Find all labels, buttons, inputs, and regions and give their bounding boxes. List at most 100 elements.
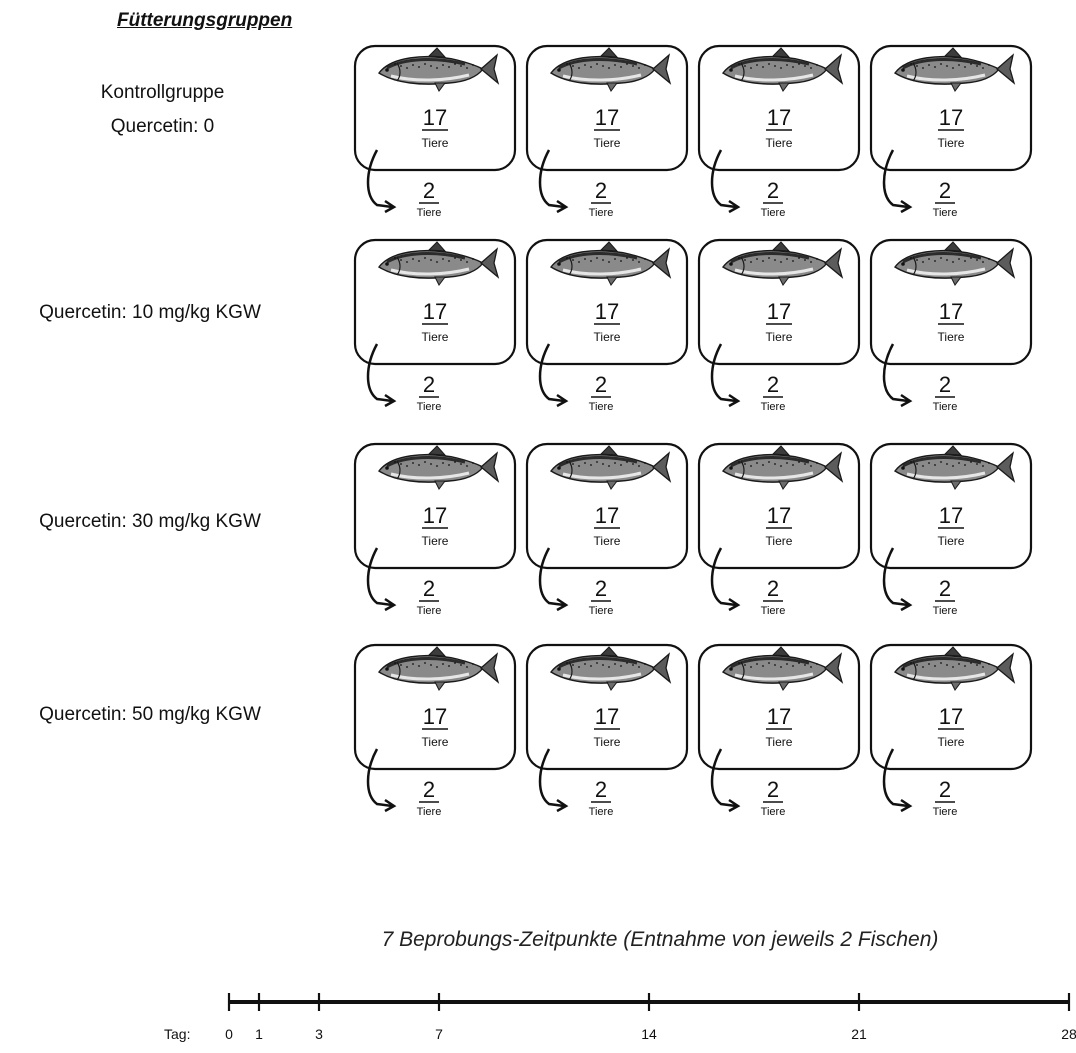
tank-outline xyxy=(869,44,1033,172)
tank-count: 17 xyxy=(595,503,619,528)
sample-count: 2 xyxy=(595,178,607,203)
sample-count-unit: Tiere xyxy=(933,401,958,413)
tank-outline xyxy=(869,238,1033,366)
tank-outline xyxy=(525,442,689,570)
tank-count-unit: Tiere xyxy=(594,735,621,749)
sample-count-unit: Tiere xyxy=(417,401,442,413)
tank-count: 17 xyxy=(767,105,791,130)
tank-count-unit: Tiere xyxy=(422,330,449,344)
tank-outline xyxy=(697,643,861,771)
sample-count-unit: Tiere xyxy=(417,207,442,219)
timeline-axis-label: Tag: xyxy=(164,1026,191,1042)
tank-count: 17 xyxy=(595,105,619,130)
sampling-arrow xyxy=(538,343,565,403)
sample-count: 2 xyxy=(767,178,779,203)
sampling-arrow xyxy=(882,343,909,403)
fish-icon xyxy=(721,241,844,286)
fish-icon xyxy=(721,47,844,92)
tank-outline xyxy=(869,643,1033,771)
sample-count-unit: Tiere xyxy=(761,605,786,617)
sampling-arrow xyxy=(710,149,737,209)
arrow-head-icon xyxy=(384,199,397,214)
fish-icon xyxy=(893,241,1016,286)
sampling-arrow xyxy=(538,149,565,209)
fish-icon xyxy=(549,47,672,92)
arrow-head-icon xyxy=(728,597,741,612)
timeline-tick-label: 21 xyxy=(851,1026,867,1042)
arrow-head-icon xyxy=(728,798,741,813)
timeline xyxy=(227,993,1071,1011)
sampling-arrow xyxy=(710,547,737,607)
sample-count: 2 xyxy=(939,576,951,601)
group-label-line: Quercetin: 0 xyxy=(110,116,215,137)
timeline-tick-label: 0 xyxy=(225,1026,233,1042)
arrow-head-icon xyxy=(900,393,913,408)
sample-count-unit: Tiere xyxy=(589,207,614,219)
sampling-arrow xyxy=(710,748,737,808)
tank-count: 17 xyxy=(767,299,791,324)
tank-count: 17 xyxy=(595,704,619,729)
sample-count-unit: Tiere xyxy=(417,605,442,617)
tank-outline xyxy=(697,238,861,366)
arrow-head-icon xyxy=(556,597,569,612)
sample-count: 2 xyxy=(595,372,607,397)
sample-count: 2 xyxy=(939,777,951,802)
sample-count-unit: Tiere xyxy=(417,806,442,818)
fish-icon xyxy=(377,47,500,92)
tank-outline xyxy=(525,44,689,172)
arrow-head-icon xyxy=(384,798,397,813)
tank-count: 17 xyxy=(423,299,447,324)
sampling-arrow xyxy=(882,149,909,209)
fish-icon xyxy=(721,646,844,691)
tank-count: 17 xyxy=(767,503,791,528)
fish-icon xyxy=(549,445,672,490)
tank-count-unit: Tiere xyxy=(938,534,965,548)
sample-count: 2 xyxy=(939,178,951,203)
arrow-head-icon xyxy=(556,393,569,408)
sampling-arrow xyxy=(366,343,393,403)
sample-count-unit: Tiere xyxy=(933,806,958,818)
sample-count-unit: Tiere xyxy=(761,401,786,413)
tank-count-unit: Tiere xyxy=(594,534,621,548)
group-label-q50: Quercetin: 50 mg/kg KGW xyxy=(2,698,298,732)
tank-count-unit: Tiere xyxy=(938,735,965,749)
sample-count-unit: Tiere xyxy=(933,605,958,617)
sample-count: 2 xyxy=(423,777,435,802)
sample-count-unit: Tiere xyxy=(589,401,614,413)
sample-count-unit: Tiere xyxy=(761,806,786,818)
group-label-line: Quercetin: 30 mg/kg KGW xyxy=(39,511,261,532)
fish-icon xyxy=(893,646,1016,691)
tank-count-unit: Tiere xyxy=(766,136,793,150)
timeline-caption: 7 Beprobungs-Zeitpunkte (Entnahme von je… xyxy=(381,928,939,951)
arrow-head-icon xyxy=(384,393,397,408)
group-label-line: Quercetin: 10 mg/kg KGW xyxy=(39,302,261,323)
arrow-head-icon xyxy=(556,199,569,214)
tank-count: 17 xyxy=(423,704,447,729)
tank-count: 17 xyxy=(939,503,963,528)
tank-count-unit: Tiere xyxy=(422,136,449,150)
sample-count: 2 xyxy=(423,576,435,601)
fish-icon xyxy=(377,646,500,691)
sampling-arrow xyxy=(710,343,737,403)
tank-count: 17 xyxy=(595,299,619,324)
fish-icon xyxy=(893,445,1016,490)
sampling-arrow xyxy=(882,748,909,808)
sample-count: 2 xyxy=(595,777,607,802)
sample-count: 2 xyxy=(595,576,607,601)
tank-outline xyxy=(353,643,517,771)
sampling-arrow xyxy=(366,149,393,209)
sample-count: 2 xyxy=(767,777,779,802)
sample-count: 2 xyxy=(423,178,435,203)
sample-count-unit: Tiere xyxy=(761,207,786,219)
fish-icon xyxy=(721,445,844,490)
tank-count-unit: Tiere xyxy=(766,534,793,548)
group-label-line: Kontrollgruppe xyxy=(100,82,225,103)
